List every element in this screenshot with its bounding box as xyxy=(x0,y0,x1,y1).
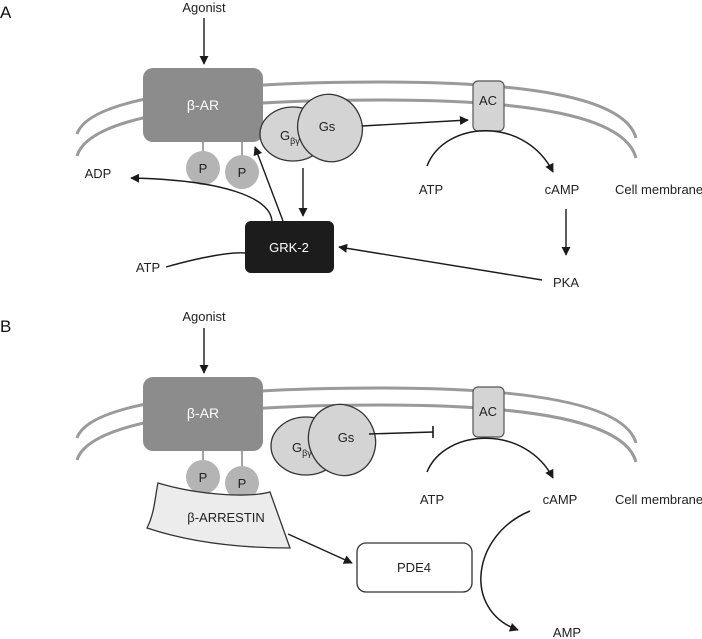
atp-cycle-label-b: ATP xyxy=(420,492,444,507)
beta-ar-label-a: β-AR xyxy=(187,97,219,113)
pka-label-a: PKA xyxy=(553,275,579,290)
pde4-label-b: PDE4 xyxy=(397,560,431,575)
atp-into-grk2-a xyxy=(165,252,246,268)
gs-inhibition-line-b xyxy=(368,431,434,435)
camp-label-a: cAMP xyxy=(545,182,580,197)
grk2-label-a: GRK-2 xyxy=(269,240,309,255)
cell-membrane-label-a: Cell membrane xyxy=(615,182,702,197)
atp-cycle-label-a: ATP xyxy=(419,182,443,197)
gs-label-a: Gs xyxy=(319,119,336,134)
beta-arrestin-b xyxy=(146,482,291,549)
atp-to-camp-arc-a xyxy=(426,130,554,173)
grk2-to-receptor-arrow-a xyxy=(253,146,284,222)
agonist-label-a: Agonist xyxy=(182,0,226,15)
phosphate-a2 xyxy=(225,155,259,189)
grk2-to-adp-arrow-a xyxy=(130,173,273,222)
phosphate-label-b2: P xyxy=(238,476,247,491)
gs-to-ac-arrow-a xyxy=(361,115,469,127)
ac-label-a: AC xyxy=(479,93,497,108)
panel-b-label: B xyxy=(0,317,11,336)
pde4-enzyme-b xyxy=(356,542,473,593)
beta-ar-receptor-a xyxy=(143,68,263,142)
atp-grk-label-a: ATP xyxy=(136,260,160,275)
phosphate-label-a2: P xyxy=(238,165,247,180)
adp-label-a: ADP xyxy=(85,166,112,181)
cell-membrane-b xyxy=(75,386,638,463)
agonist-label-b: Agonist xyxy=(182,309,226,324)
grk2-kinase-a xyxy=(245,221,334,273)
amp-label-b: AMP xyxy=(553,625,581,639)
cell-membrane-label-b: Cell membrane xyxy=(615,492,702,507)
camp-to-amp-arc-b xyxy=(480,510,531,632)
beta-arrestin-label-b: β-ARRESTIN xyxy=(187,510,265,525)
phosphate-b1 xyxy=(186,460,220,494)
panel-a: A Agonist β-AR P P Gβγ Gs AC ATP cAMP xyxy=(0,0,702,290)
adenylyl-cyclase-b xyxy=(472,386,505,438)
gs-subunit-b xyxy=(307,403,377,477)
gs-label-b: Gs xyxy=(338,430,355,445)
pka-to-grk2-arrow-a xyxy=(338,243,543,281)
camp-label-b: cAMP xyxy=(543,492,578,507)
beta-ar-label-b: β-AR xyxy=(187,405,219,421)
panel-a-label: A xyxy=(0,3,12,22)
phosphate-label-a1: P xyxy=(199,161,208,176)
gs-subunit-a xyxy=(296,93,364,163)
phosphate-b2 xyxy=(225,466,259,500)
phosphate-label-b1: P xyxy=(199,470,208,485)
phosphate-a1 xyxy=(186,151,220,185)
beta-ar-receptor-b xyxy=(143,377,263,451)
atp-to-camp-arc-b xyxy=(426,437,554,479)
ac-label-b: AC xyxy=(479,404,497,419)
g-beta-gamma-label-b: Gβγ xyxy=(292,440,312,458)
panel-b: B Agonist β-AR P P β-ARRESTIN Gβγ Gs xyxy=(0,309,702,639)
arrestin-to-pde4-arrow-b xyxy=(287,533,353,564)
g-beta-gamma-label-a: Gβγ xyxy=(280,128,300,146)
cell-membrane-a xyxy=(75,80,638,159)
